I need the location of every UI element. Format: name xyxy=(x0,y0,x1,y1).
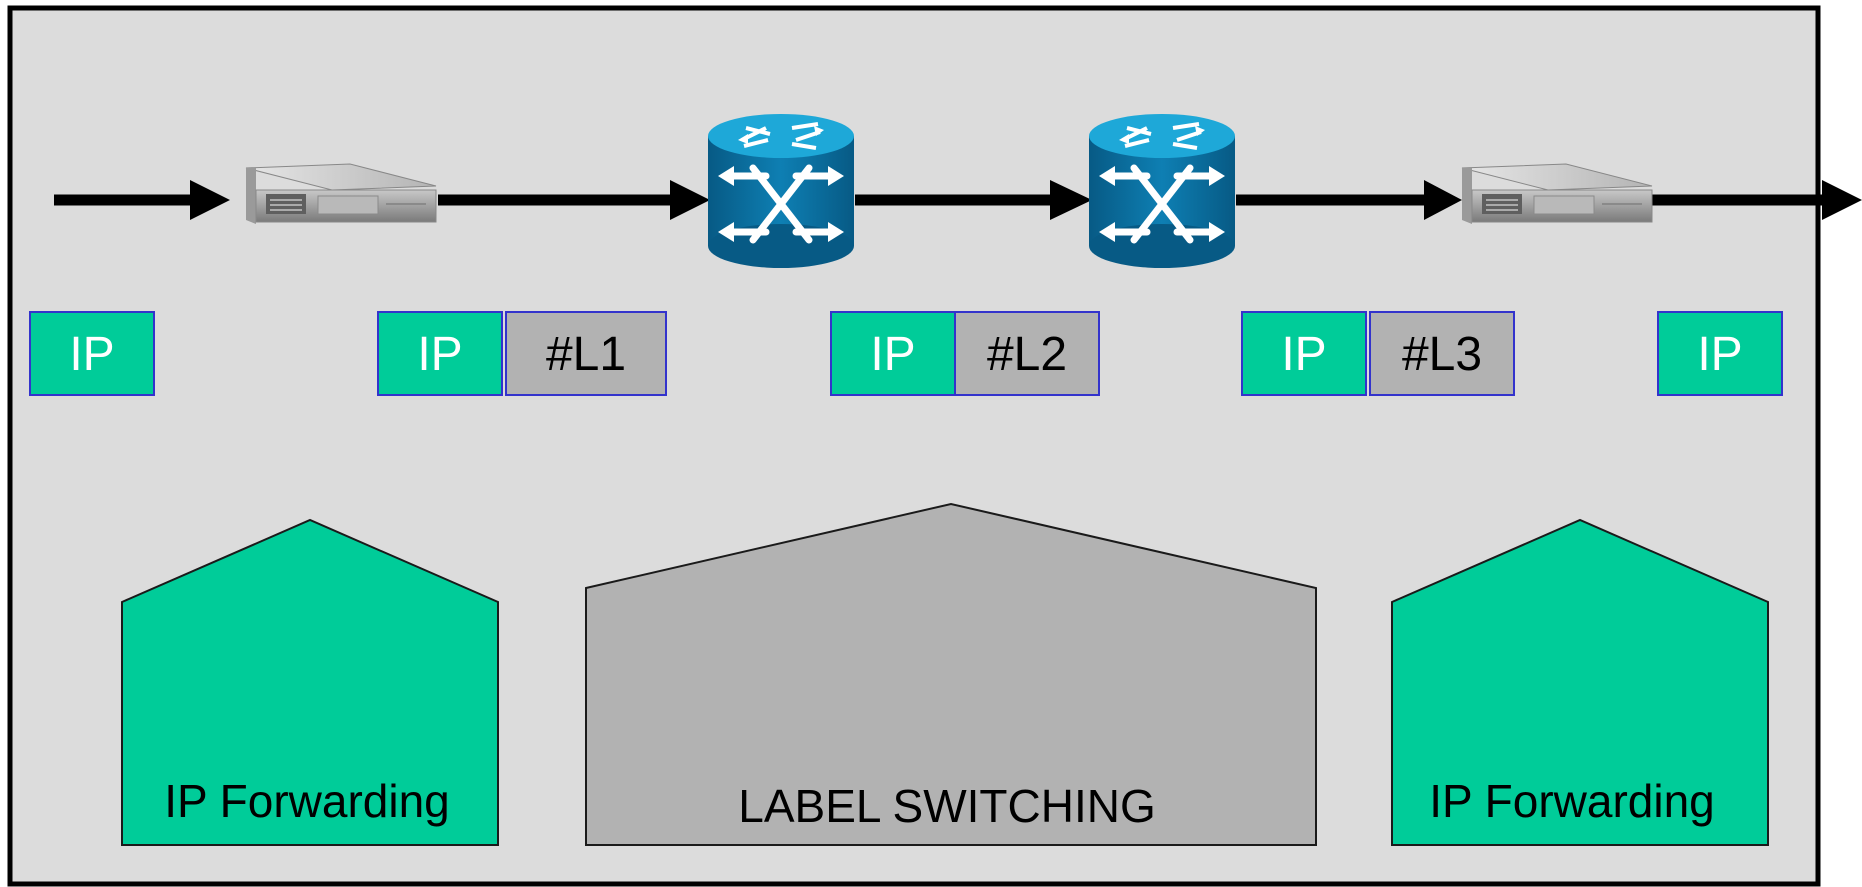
label-box xyxy=(505,311,667,396)
ip-header-text: IP xyxy=(417,328,462,381)
packet-4: IP xyxy=(1657,311,1783,396)
arrow-5 xyxy=(1652,180,1862,220)
domain-ip-forwarding-right: IP Forwarding xyxy=(1391,518,1769,846)
ip-header-box xyxy=(1241,311,1367,396)
domain-label-switching: LABEL SWITCHING xyxy=(585,502,1317,846)
ip-header-text: IP xyxy=(870,328,915,381)
ip-header-box xyxy=(29,311,155,396)
packet-3: IP #L3 xyxy=(1241,311,1515,396)
arrow-1 xyxy=(54,180,230,220)
server-icon xyxy=(1461,163,1653,224)
ip-header-box xyxy=(377,311,503,396)
ip-header-box xyxy=(830,311,956,396)
switch-icon xyxy=(708,114,854,268)
packet-0: IP xyxy=(29,311,155,396)
domain-label: LABEL SWITCHING xyxy=(738,780,1155,832)
ip-header-box xyxy=(1657,311,1783,396)
switch-icon xyxy=(1089,114,1235,268)
label-text: #L2 xyxy=(987,328,1067,381)
arrow-4 xyxy=(1236,180,1462,220)
label-text: #L1 xyxy=(546,328,626,381)
arrow-2 xyxy=(438,180,710,220)
label-box xyxy=(954,311,1100,396)
ip-header-text: IP xyxy=(1281,328,1326,381)
label-box xyxy=(1369,311,1515,396)
packet-row: IP IP #L1 IP #L2 IP #L3 IP xyxy=(29,311,1783,396)
ip-header-text: IP xyxy=(1697,328,1742,381)
domain-label: IP Forwarding xyxy=(1429,775,1715,827)
packet-2: IP #L2 xyxy=(830,311,1100,396)
label-text: #L3 xyxy=(1402,328,1482,381)
packet-1: IP #L1 xyxy=(377,311,667,396)
server-icon xyxy=(245,163,437,224)
flow-arrows xyxy=(54,180,1862,220)
domain-label: IP Forwarding xyxy=(164,775,450,827)
arrow-3 xyxy=(855,180,1092,220)
domain-ip-forwarding-left: IP Forwarding xyxy=(121,518,499,846)
ip-header-text: IP xyxy=(69,328,114,381)
